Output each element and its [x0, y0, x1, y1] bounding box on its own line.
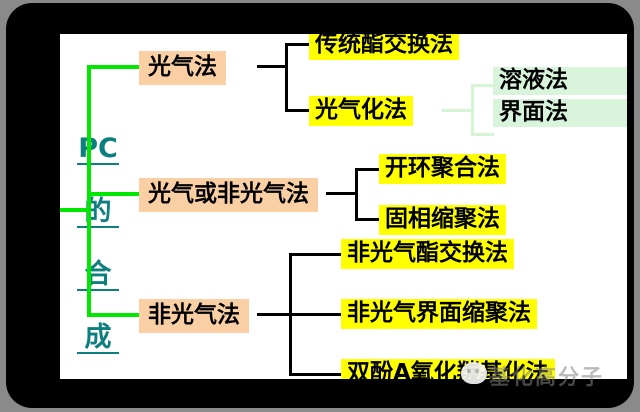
connector-root-stem — [60, 208, 90, 212]
connector-b1-arm-2 — [285, 109, 310, 112]
node-level2-1-1-label: 传统酯交换法 — [315, 34, 453, 57]
connector-b2-spine — [355, 168, 358, 221]
node-level2-2-2[interactable]: 固相缩聚法 — [379, 205, 506, 235]
node-level1-2[interactable]: 光气或非光气法 — [139, 178, 318, 212]
connector-b3-arm-1 — [289, 253, 342, 256]
connector-b3-stem — [257, 313, 311, 316]
root-char-3: 成 — [77, 322, 119, 354]
node-level3-1-2-2[interactable]: 界面法 — [493, 99, 627, 127]
connector-b2-stem — [326, 192, 357, 195]
node-level1-1[interactable]: 光气法 — [139, 51, 226, 85]
connector-b1-spine — [285, 43, 288, 112]
node-level2-3-2-label: 非光气界面缩聚法 — [347, 300, 531, 326]
node-level2-3-3[interactable]: 双酚A氧化羰基化法 — [341, 359, 555, 379]
node-level2-3-2[interactable]: 非光气界面缩聚法 — [341, 299, 537, 329]
connector-level1-spine — [87, 65, 91, 317]
node-level1-1-label: 光气法 — [148, 54, 217, 80]
node-level2-2-2-label: 固相缩聚法 — [385, 206, 500, 232]
node-level1-3-label: 非光气法 — [148, 302, 240, 328]
connector-b1c2-stem — [442, 109, 473, 112]
connector-b1c2-arm-1 — [471, 84, 494, 87]
connector-b2-arm-1 — [355, 168, 380, 171]
node-level1-3[interactable]: 非光气法 — [139, 299, 249, 333]
node-level3-1-2-1-label: 溶液法 — [499, 67, 568, 93]
node-level2-2-1[interactable]: 开环聚合法 — [379, 154, 506, 184]
diagram-canvas: PC 的 合 成 方 法 光气法 传统酯交换法 光气化法 — [60, 34, 627, 379]
node-level3-1-2-2-label: 界面法 — [499, 99, 568, 125]
connector-b3-arm-3 — [289, 373, 342, 376]
node-level2-1-2-label: 光气化法 — [315, 97, 407, 123]
connector-b1c2-spine — [471, 84, 474, 136]
connector-b1c2-arm-2 — [471, 133, 494, 136]
node-level3-1-2-1[interactable]: 溶液法 — [493, 67, 627, 95]
connector-level1-arm-3 — [87, 313, 139, 317]
node-level2-3-1[interactable]: 非光气酯交换法 — [341, 239, 514, 269]
node-level2-1-2[interactable]: 光气化法 — [309, 96, 413, 126]
connector-b1-stem — [257, 65, 287, 68]
node-level2-3-1-label: 非光气酯交换法 — [347, 240, 508, 266]
node-level2-3-3-label: 双酚A氧化羰基化法 — [347, 360, 549, 380]
connector-level1-arm-2 — [87, 192, 139, 196]
root-node-label: PC 的 合 成 方 法 — [74, 102, 122, 379]
node-level2-1-1[interactable]: 传统酯交换法 — [309, 34, 459, 60]
node-level2-2-1-label: 开环聚合法 — [385, 155, 500, 181]
node-level1-2-label: 光气或非光气法 — [148, 181, 309, 207]
root-char-1: 的 — [77, 196, 119, 228]
connector-b1-arm-1 — [285, 43, 310, 46]
connector-b2-arm-2 — [355, 218, 380, 221]
connector-b3-arm-2 — [289, 313, 342, 316]
root-char-0: PC — [77, 133, 119, 165]
connector-level1-arm-1 — [87, 65, 139, 69]
root-char-2: 合 — [77, 259, 119, 291]
